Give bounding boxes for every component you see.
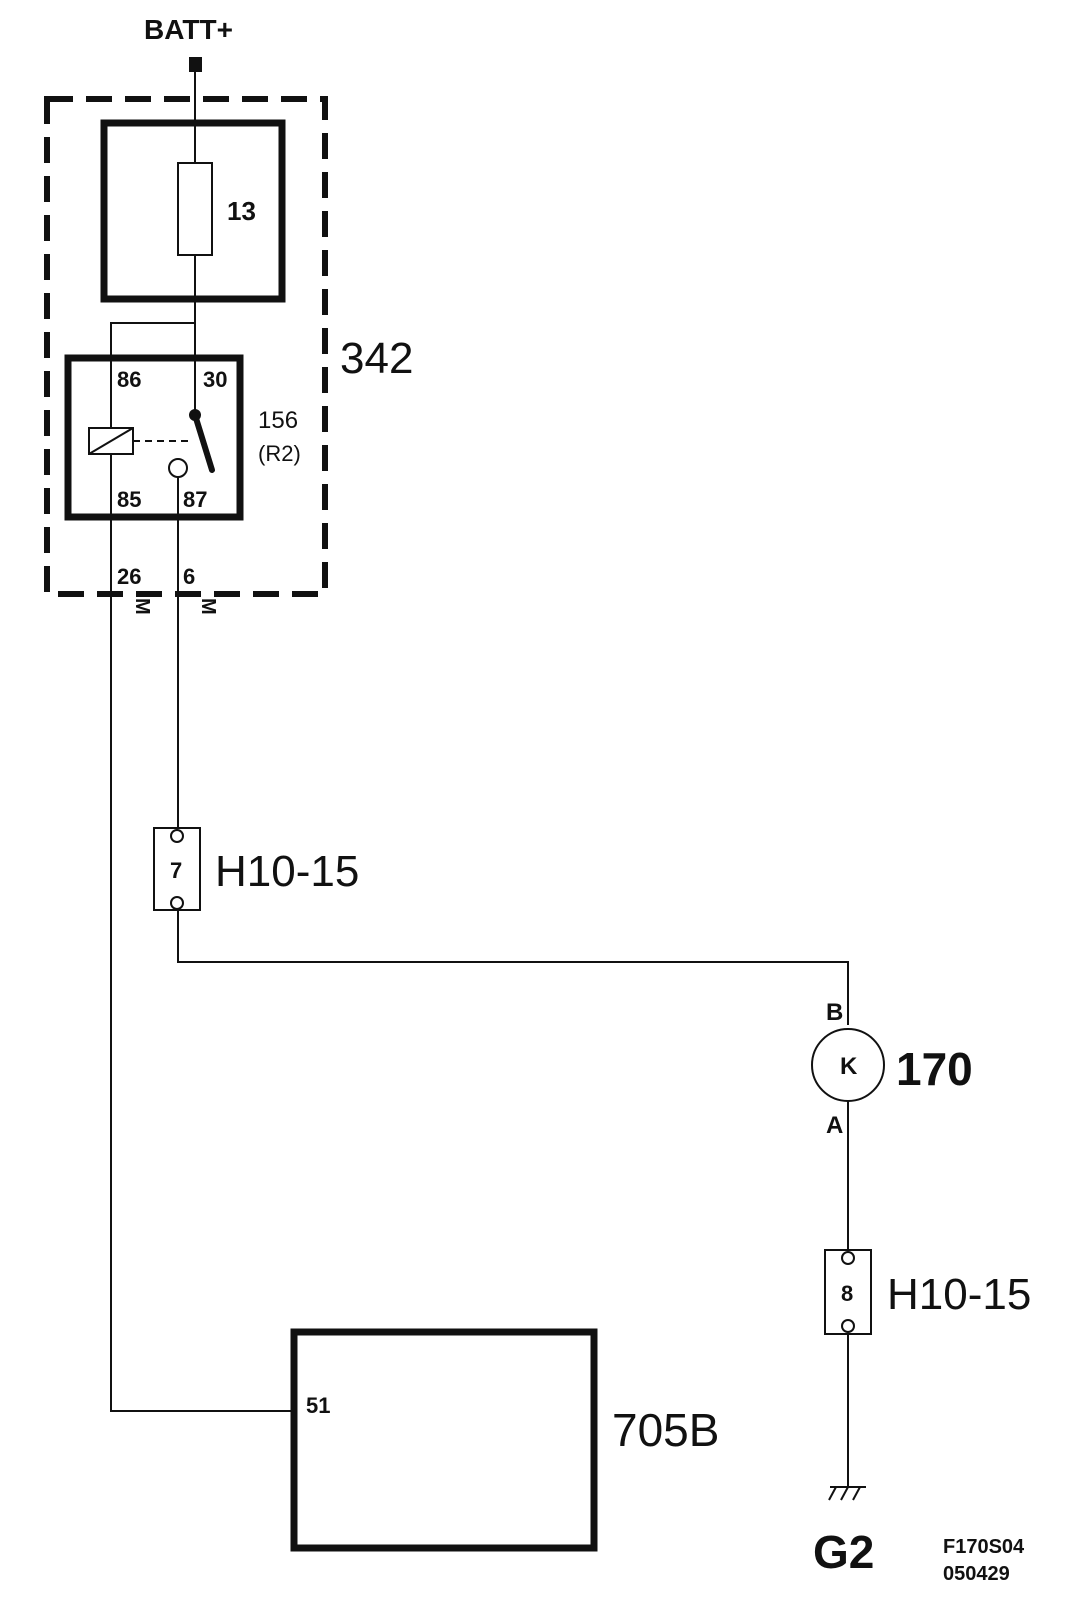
module-pin-6: 6 [183, 564, 195, 589]
fuse-label: 13 [227, 196, 256, 226]
module-pin-26: 26 [117, 564, 141, 589]
ground-icon [828, 1486, 866, 1501]
relay-pin-87: 87 [183, 487, 207, 512]
relay-sub-label: (R2) [258, 441, 301, 466]
ecu-label: 705B [612, 1404, 719, 1456]
relay-pin-30: 30 [203, 367, 227, 392]
wire-code-left: M [131, 598, 153, 615]
connector-top-pin-a [170, 829, 184, 843]
ecu-pin-51: 51 [306, 1393, 330, 1418]
connector-bottom-pin-a [841, 1251, 855, 1265]
fuse-box [100, 119, 286, 303]
connector-top-pin: 7 [170, 858, 182, 883]
wire-26-to-ecu [110, 517, 294, 1412]
ground-label: G2 [813, 1526, 874, 1578]
batt-plus-label: BATT+ [144, 14, 233, 45]
figure-code: F170S04 [943, 1536, 1025, 1558]
relay-id-label: 156 [258, 407, 298, 434]
connector-bottom-pin: 8 [841, 1281, 853, 1306]
connector-bottom-label: H10-15 [887, 1270, 1031, 1319]
relay-coil-diagonal [88, 427, 134, 455]
relay-contact-87 [168, 458, 188, 478]
component-170-letter: K [840, 1053, 858, 1080]
figure-date: 050429 [943, 1563, 1010, 1585]
connector-bottom-pin-b [841, 1319, 855, 1333]
relay-pin-86: 86 [117, 367, 141, 392]
relay-switch-arm [192, 412, 215, 473]
batt-terminal [189, 57, 202, 72]
connector-top-pin-b [170, 896, 184, 910]
component-pin-a: A [826, 1112, 843, 1139]
module-342-label: 342 [340, 334, 413, 383]
relay-box [64, 354, 244, 521]
connector-top-label: H10-15 [215, 847, 359, 896]
component-pin-b: B [826, 999, 843, 1026]
fuse-element [177, 162, 213, 256]
component-170-label: 170 [896, 1043, 973, 1095]
wire-fuse-to-86 [110, 322, 195, 358]
module-342-boundary [44, 96, 328, 597]
ecu-705b [290, 1328, 598, 1552]
wire-connector-to-170 [177, 910, 849, 1025]
wire-code-right: M [197, 598, 219, 615]
relay-pin-85: 85 [117, 487, 141, 512]
